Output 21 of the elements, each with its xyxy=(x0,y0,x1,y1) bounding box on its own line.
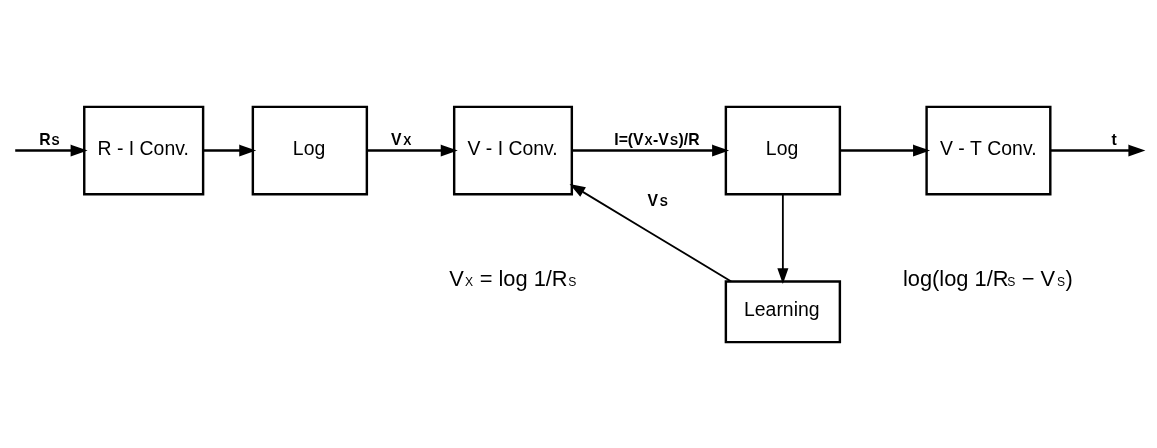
arrow xyxy=(571,144,730,156)
arrow xyxy=(1050,144,1146,156)
arrow xyxy=(777,193,789,284)
edge-label: VX xyxy=(391,130,412,148)
node-box: Learning xyxy=(724,279,842,343)
arrow xyxy=(203,144,257,156)
edge-label: t xyxy=(1111,130,1117,148)
node-box: R - I Conv. xyxy=(83,105,205,195)
arrow xyxy=(367,144,458,156)
label: VX = log 1/RS xyxy=(449,265,577,291)
arrow xyxy=(840,144,931,156)
node-box: V - I Conv. xyxy=(452,105,574,195)
node-box: Log xyxy=(724,105,842,195)
edge-label: VS xyxy=(647,191,668,209)
node-box: V - T Conv. xyxy=(925,105,1052,195)
label: log(log 1/RS − VS) xyxy=(902,265,1073,291)
arrow xyxy=(569,183,733,282)
edge-label: RS xyxy=(39,130,60,148)
edge-label: I=(VX-VS)/R xyxy=(614,130,700,148)
arrow xyxy=(15,144,88,156)
node-box: Log xyxy=(251,105,369,195)
